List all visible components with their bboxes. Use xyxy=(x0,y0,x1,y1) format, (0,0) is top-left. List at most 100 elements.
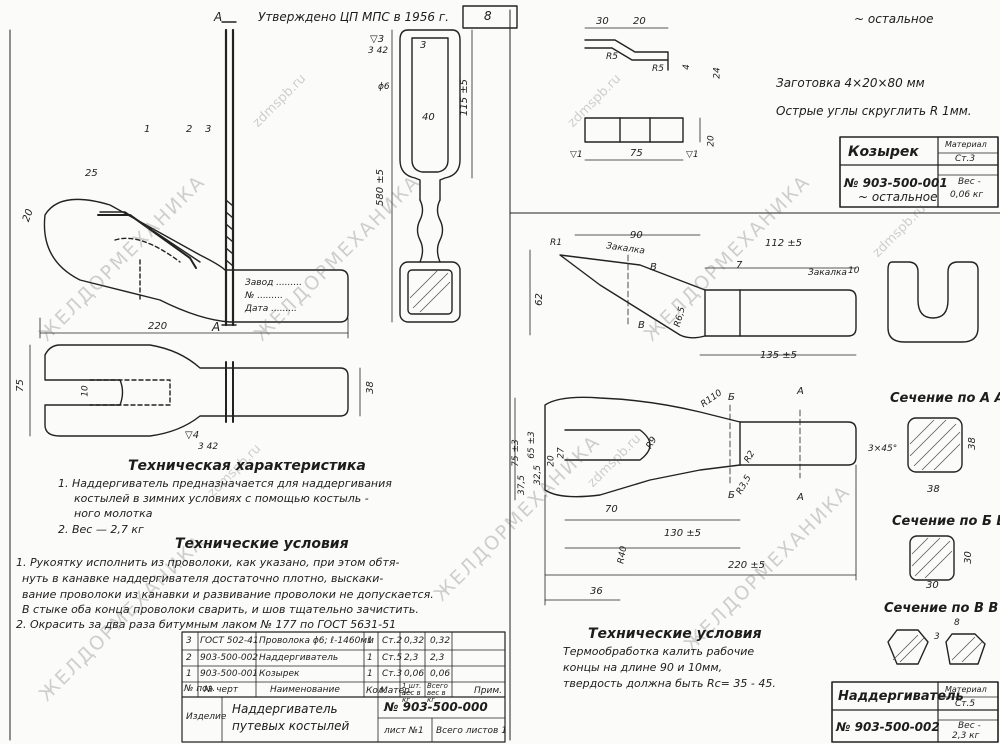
visor-roughness-1: ▽1 xyxy=(570,150,583,160)
roughness-top: ▽3 xyxy=(370,34,385,45)
tech-characteristic-weight: 2. Вес — 2,7 кг xyxy=(58,523,144,536)
table-cell-qty: 1 xyxy=(367,669,373,679)
leader-1: 1 xyxy=(144,124,151,135)
tech-condition-line: 2. Окрасить за два раза битумным лаком №… xyxy=(16,618,397,631)
table-cell-num: ГОСТ 502-41 xyxy=(200,636,259,646)
table-cell-weight-total: 2,3 xyxy=(430,653,445,663)
puller-dim-70: 70 xyxy=(605,504,618,515)
plate-factory: Завод ......... xyxy=(245,278,302,288)
section-aa-width: 38 xyxy=(927,484,940,495)
puller-dim-7: 7 xyxy=(736,260,743,271)
visor-weight-label: Вес - xyxy=(958,177,981,187)
puller-stamp-number: № 903-500-002 xyxy=(836,720,940,734)
tech-condition-line: В стыке оба конца проволоки сварить, и ш… xyxy=(22,603,419,616)
visor-roughness-2: ▽1 xyxy=(686,150,699,160)
puller-dim-375: 37,5 xyxy=(517,474,528,496)
puller-dim-90: 90 xyxy=(630,230,643,241)
section-bb-title: Сечение по Б Б xyxy=(892,514,1000,529)
table-cell-pos: 2 xyxy=(186,653,192,663)
section-bb-height: 30 xyxy=(962,551,974,564)
table-header-pos: № поз. xyxy=(184,684,216,694)
dim-220: 220 xyxy=(148,321,168,332)
puller-radius-1: R1 xyxy=(550,238,562,248)
roughness-bottom-value: 3 42 xyxy=(198,442,219,452)
table-header-name: Наименование xyxy=(270,685,340,695)
puller-dim-62: 62 xyxy=(533,293,545,306)
visor-radius-1: R5 xyxy=(606,52,618,62)
dim-10: 10 xyxy=(80,385,91,397)
visor-dim-20b: 20 xyxy=(706,135,717,147)
visor-material: Ст.3 xyxy=(955,154,976,164)
puller-section-a-top: А xyxy=(797,386,804,397)
puller-dim-135: 135 ±5 xyxy=(760,350,798,361)
puller-dim-325: 32,5 xyxy=(533,464,544,486)
approval-note: Утверждено ЦП МПС в 1956 г. xyxy=(258,10,449,24)
table-cell-weight: 0,06 xyxy=(404,669,425,679)
visor-material-label: Материал xyxy=(945,140,987,149)
dim-38: 38 xyxy=(364,381,376,394)
table-cell-pos: 1 xyxy=(186,669,192,679)
table-cell-qty: 1 xyxy=(367,636,373,646)
product-name-line2: путевых костылей xyxy=(232,719,350,733)
visor-dim-4: 4 xyxy=(681,64,692,70)
table-cell-pos: 3 xyxy=(186,636,192,646)
leader-2: 2 xyxy=(186,124,193,135)
puller-dim-36: 36 xyxy=(590,586,603,597)
tech-characteristic-title: Техническая характеристика xyxy=(128,458,366,474)
table-cell-name: Наддергиватель xyxy=(259,653,339,663)
section-aa-title: Сечение по А А xyxy=(890,391,1000,406)
puller-conditions-title: Технические условия xyxy=(588,626,762,642)
leader-3: 3 xyxy=(205,124,212,135)
tech-condition-line: нуть в канавке наддергивателя достаточно… xyxy=(22,572,384,585)
puller-dim-27: 27 xyxy=(556,447,567,459)
table-cell-num: 903-500-001 xyxy=(200,669,259,679)
table-header-note: Прим. xyxy=(474,686,502,696)
sheets-total: Всего листов 1 xyxy=(436,726,507,736)
puller-section-a-bottom: А xyxy=(797,492,804,503)
section-vv-dim-3: 3 xyxy=(934,632,940,642)
table-cell-material: Ст.2 xyxy=(382,636,403,646)
table-cell-weight: 0,32 xyxy=(404,636,425,646)
section-letter-bottom: А xyxy=(212,320,221,334)
puller-dim-10: 10 xyxy=(848,266,860,276)
puller-section-v-bottom: В xyxy=(638,320,645,331)
product-number: № 903-500-000 xyxy=(384,700,488,714)
plate-number: № ......... xyxy=(245,291,283,301)
table-header-num: № черт xyxy=(204,685,239,695)
table-cell-name: Проволока ϕ6; ℓ-1460мм xyxy=(259,636,374,646)
puller-condition-line: Термообработка калить рабочие xyxy=(563,645,755,658)
visor-blank: Заготовка 4×20×80 мм xyxy=(776,76,925,90)
dim-3: 3 xyxy=(420,40,427,51)
tech-characteristic-line: 1. Наддергиватель предназначается для на… xyxy=(58,477,392,490)
visor-radius-2: R5 xyxy=(652,64,664,74)
tech-characteristic-line: ного молотка xyxy=(74,507,153,520)
puller-dim-112: 112 ±5 xyxy=(765,238,803,249)
roughness-top-value: 3 42 xyxy=(368,46,389,56)
table-cell-num: 903-500-002 xyxy=(200,653,259,663)
table-cell-material: Ст.5 xyxy=(382,653,403,663)
puller-dim-75: 75 ±3 xyxy=(510,439,521,467)
sheet-number: лист №1 xyxy=(384,726,424,736)
tech-condition-line: вание проволоки из канавки и развивание … xyxy=(22,588,434,601)
dim-40: 40 xyxy=(422,112,435,123)
product-label: Изделие xyxy=(186,712,227,722)
dim-wire-diameter: ϕ6 xyxy=(378,82,390,92)
puller-dim-65: 65 ±3 xyxy=(526,431,537,459)
section-aa-height: 38 xyxy=(966,437,978,450)
sheet-mark: 8 xyxy=(484,9,492,23)
puller-condition-line: твердость должна быть Rc= 35 - 45. xyxy=(563,677,776,690)
dim-580: 580 ±5 xyxy=(375,168,387,207)
dim-25: 25 xyxy=(85,168,98,179)
visor-stamp-number: № 903-500-001 xyxy=(844,176,948,190)
puller-hardening-2: Закалка xyxy=(808,268,847,278)
table-cell-qty: 1 xyxy=(367,653,373,663)
table-header-qty: Кол. xyxy=(366,686,387,696)
tech-condition-line: 1. Рукоятку исполнить из проволоки, как … xyxy=(16,556,400,569)
section-letter-top: А xyxy=(214,10,223,24)
visor-dim-30: 30 xyxy=(596,16,609,27)
puller-section-b-bottom: Б xyxy=(728,490,735,501)
dim-115: 115 ±5 xyxy=(459,78,471,117)
visor-weight: 0,06 кг xyxy=(950,190,984,200)
